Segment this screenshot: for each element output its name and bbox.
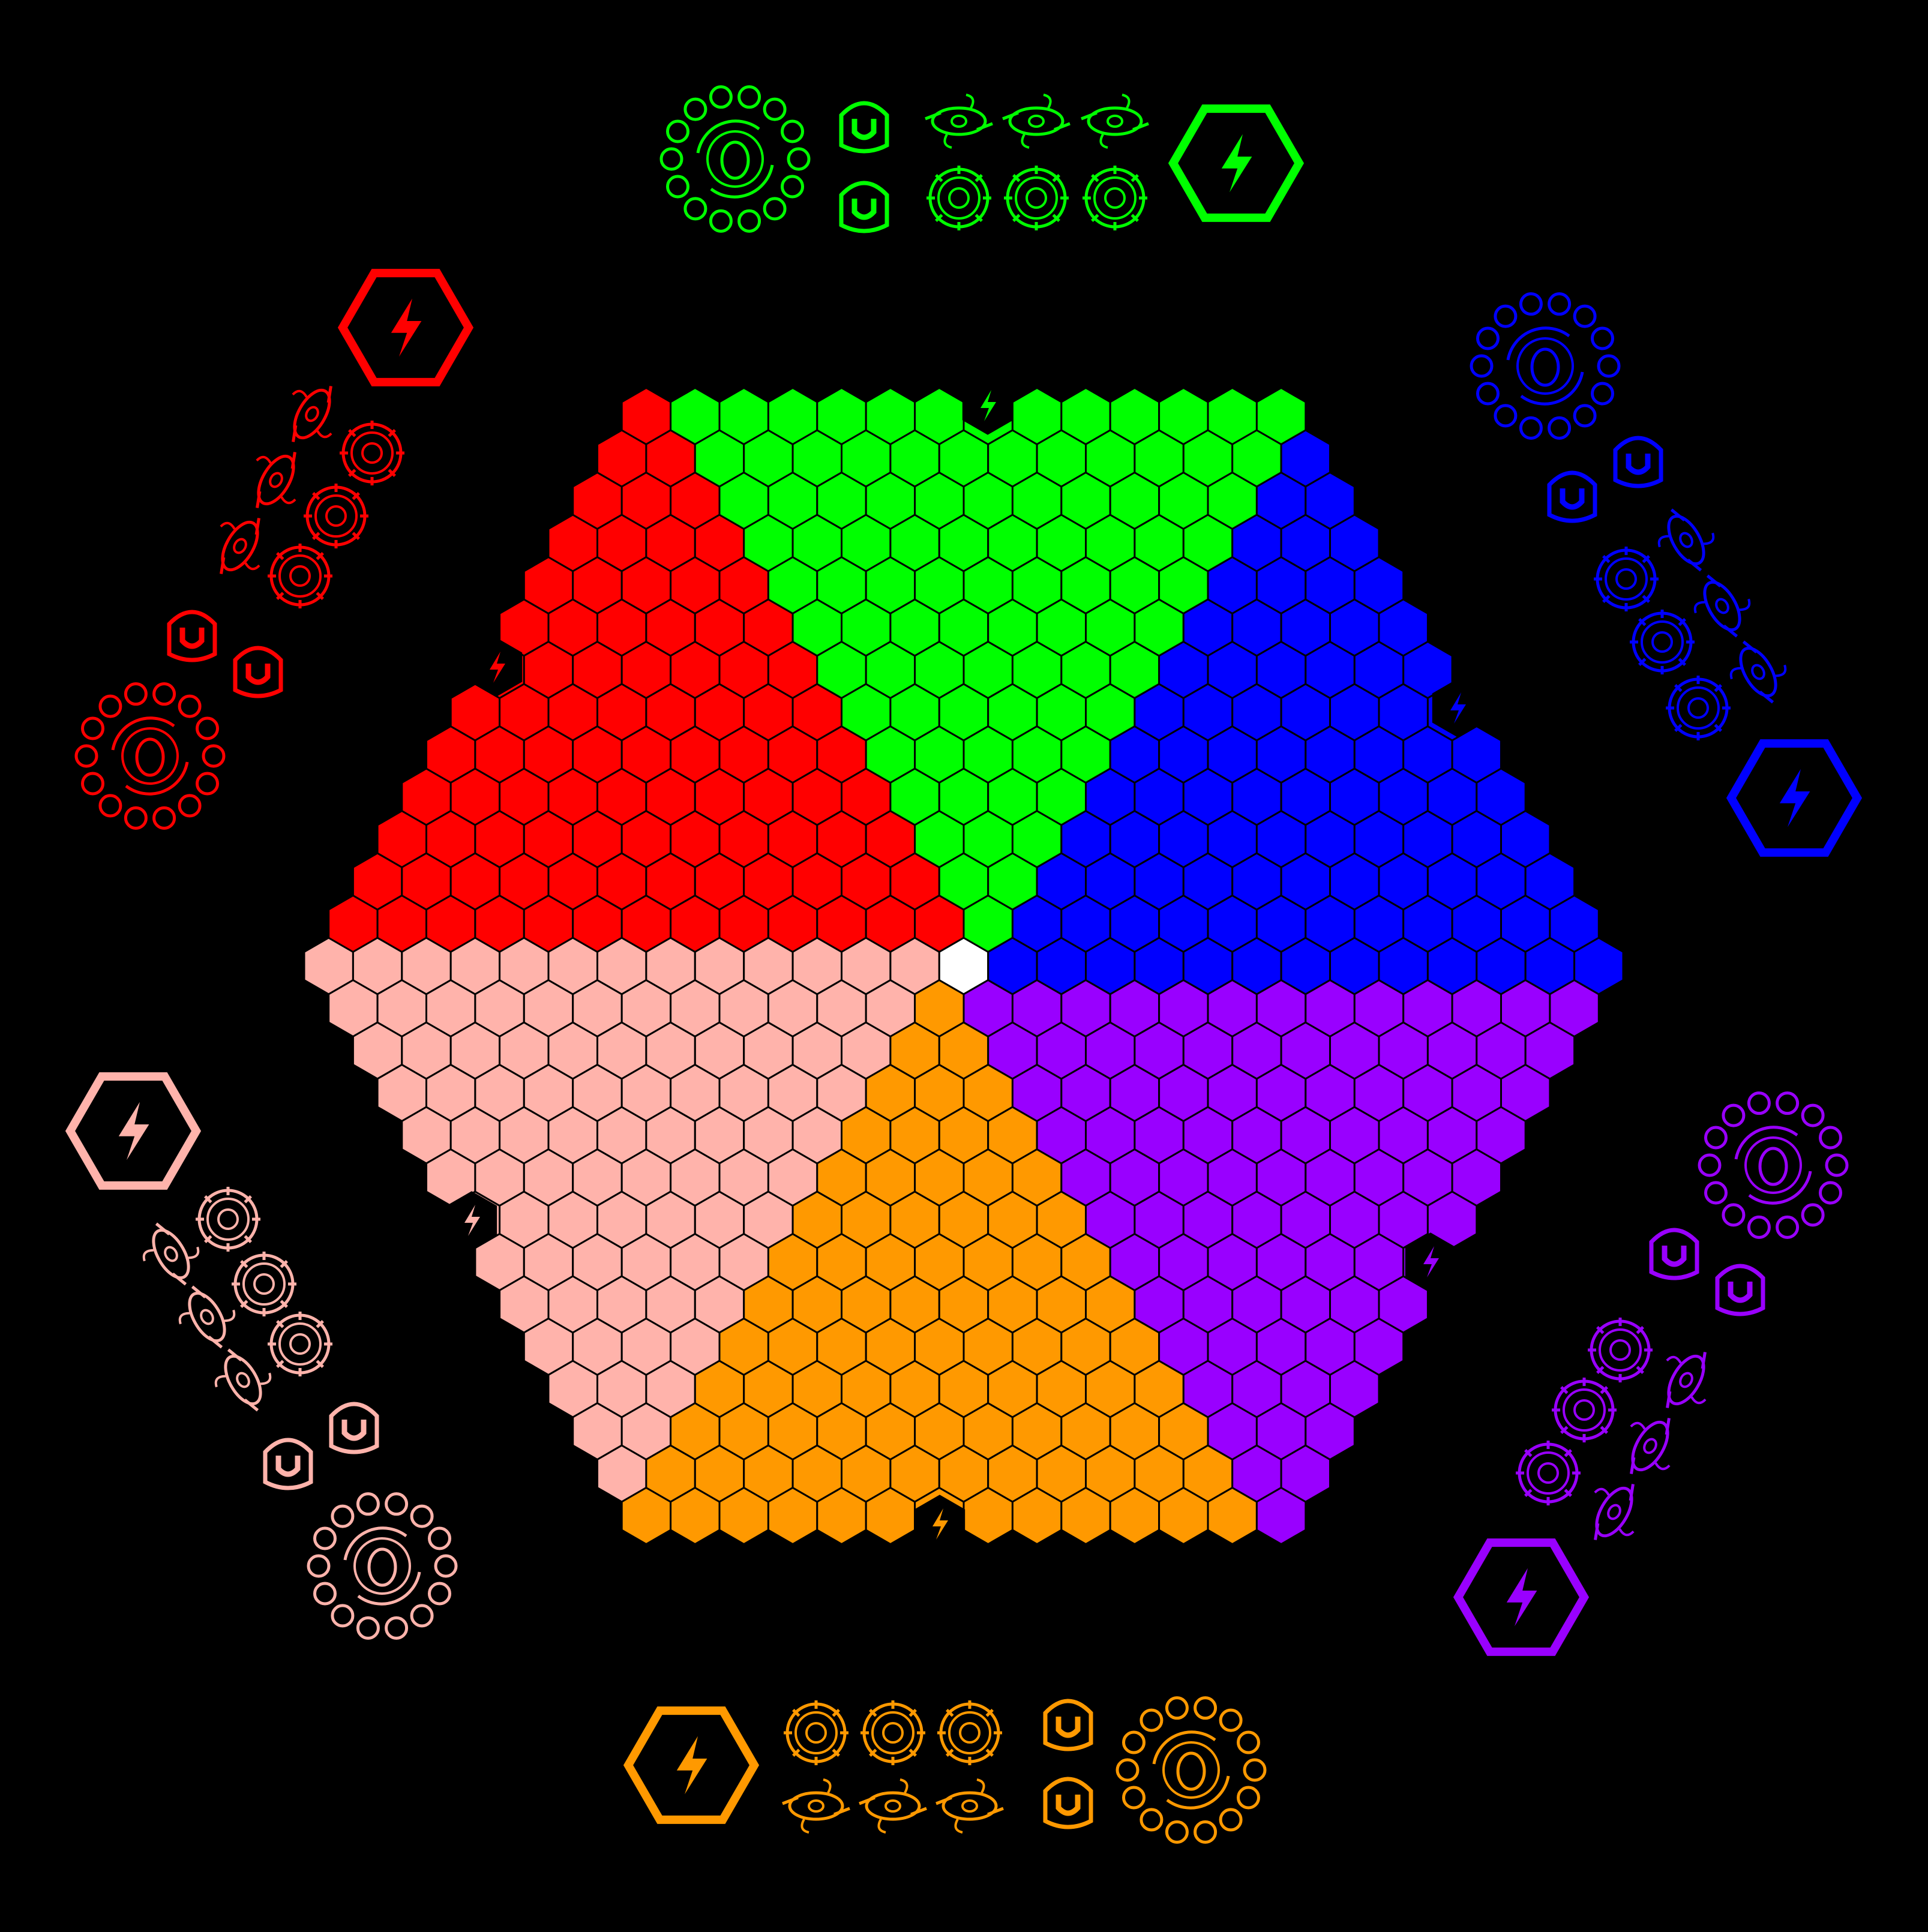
alien-ship-icon[interactable] (1611, 1404, 1690, 1489)
hex-cell-blue[interactable] (1573, 937, 1624, 995)
magnet-shield-icon[interactable] (1613, 436, 1663, 488)
alien-base-ring-icon[interactable] (1470, 292, 1621, 440)
lightning-icon (1450, 692, 1466, 724)
alien-ship-icon[interactable] (1647, 1338, 1726, 1423)
target-ring-icon[interactable] (926, 166, 991, 230)
magnet-shield-icon[interactable] (233, 646, 283, 698)
tray-blue (1470, 292, 1863, 857)
magnet-shield-icon[interactable] (1649, 1228, 1699, 1280)
lightning-hex-icon[interactable] (1453, 1538, 1590, 1656)
alien-base-ring-icon[interactable] (1698, 1091, 1849, 1239)
alien-ship-icon[interactable] (131, 1212, 211, 1297)
tray-green (659, 85, 1305, 233)
alien-ship-icon[interactable] (1002, 94, 1071, 149)
magnet-shield-icon[interactable] (839, 101, 889, 154)
target-ring-icon[interactable] (304, 484, 368, 548)
energy-markers (446, 376, 1483, 1553)
alien-ship-icon[interactable] (1575, 1470, 1654, 1555)
alien-ship-icon[interactable] (859, 1778, 927, 1834)
magnet-shield-icon[interactable] (1043, 1699, 1093, 1751)
magnet-shield-icon[interactable] (839, 181, 889, 233)
lightning-hex-icon[interactable] (1726, 739, 1863, 857)
alien-base-ring-icon[interactable] (74, 682, 226, 830)
tray-orange (623, 1696, 1267, 1844)
target-ring-icon[interactable] (784, 1700, 848, 1765)
energy-cell-red[interactable] (471, 638, 523, 697)
lightning-icon (932, 1508, 948, 1540)
lightning-hex-icon[interactable] (65, 1072, 202, 1190)
alien-ship-icon[interactable] (782, 1778, 850, 1834)
target-ring-icon[interactable] (937, 1700, 1002, 1765)
target-ring-icon[interactable] (1516, 1441, 1581, 1505)
lightning-icon (464, 1205, 480, 1236)
alien-ship-icon[interactable] (203, 1338, 283, 1423)
alien-ship-icon[interactable] (1683, 564, 1762, 649)
alien-ship-icon[interactable] (236, 438, 316, 523)
magnet-shield-icon[interactable] (329, 1402, 379, 1454)
target-ring-icon[interactable] (860, 1700, 925, 1765)
alien-ship-icon[interactable] (925, 94, 993, 149)
lightning-icon (1423, 1246, 1439, 1277)
tray-pink (65, 1072, 458, 1640)
target-ring-icon[interactable] (196, 1187, 260, 1252)
alien-ship-icon[interactable] (272, 372, 352, 457)
lightning-hex-icon[interactable] (623, 1706, 760, 1824)
target-ring-icon[interactable] (268, 1312, 332, 1376)
magnet-shield-icon[interactable] (1547, 470, 1597, 523)
target-ring-icon[interactable] (1083, 166, 1147, 230)
magnet-shield-icon[interactable] (263, 1438, 313, 1490)
target-ring-icon[interactable] (340, 421, 404, 485)
target-ring-icon[interactable] (1552, 1378, 1617, 1442)
energy-cell-orange[interactable] (914, 1495, 966, 1553)
alien-base-ring-icon[interactable] (659, 85, 811, 233)
hex-board (303, 386, 1624, 1546)
target-ring-icon[interactable] (268, 544, 332, 608)
lightning-icon (490, 652, 505, 683)
target-ring-icon[interactable] (1630, 610, 1695, 674)
alien-ship-icon[interactable] (1719, 630, 1798, 715)
target-ring-icon[interactable] (1588, 1318, 1653, 1382)
alien-ship-icon[interactable] (1081, 94, 1149, 149)
target-ring-icon[interactable] (1666, 676, 1731, 740)
alien-base-ring-icon[interactable] (307, 1492, 458, 1640)
alien-base-ring-icon[interactable] (1116, 1696, 1267, 1844)
target-ring-icon[interactable] (1004, 166, 1069, 230)
lightning-hex-icon[interactable] (337, 269, 474, 386)
tray-purple (1453, 1091, 1849, 1656)
target-ring-icon[interactable] (232, 1252, 296, 1316)
alien-ship-icon[interactable] (167, 1275, 247, 1360)
energy-cell-blue[interactable] (1432, 679, 1483, 737)
alien-ship-icon[interactable] (935, 1778, 1004, 1834)
energy-cell-pink[interactable] (446, 1191, 497, 1250)
alien-ship-icon[interactable] (1647, 498, 1726, 583)
lightning-icon (981, 390, 996, 421)
energy-cell-green[interactable] (962, 376, 1014, 435)
lightning-hex-icon[interactable] (1168, 104, 1305, 222)
energy-cell-purple[interactable] (1405, 1232, 1456, 1291)
magnet-shield-icon[interactable] (1715, 1264, 1765, 1316)
target-ring-icon[interactable] (1594, 547, 1659, 611)
magnet-shield-icon[interactable] (1043, 1777, 1093, 1829)
tray-red (74, 269, 474, 830)
alien-ship-icon[interactable] (200, 504, 280, 589)
player-trays (65, 85, 1863, 1844)
magnet-shield-icon[interactable] (167, 610, 217, 662)
